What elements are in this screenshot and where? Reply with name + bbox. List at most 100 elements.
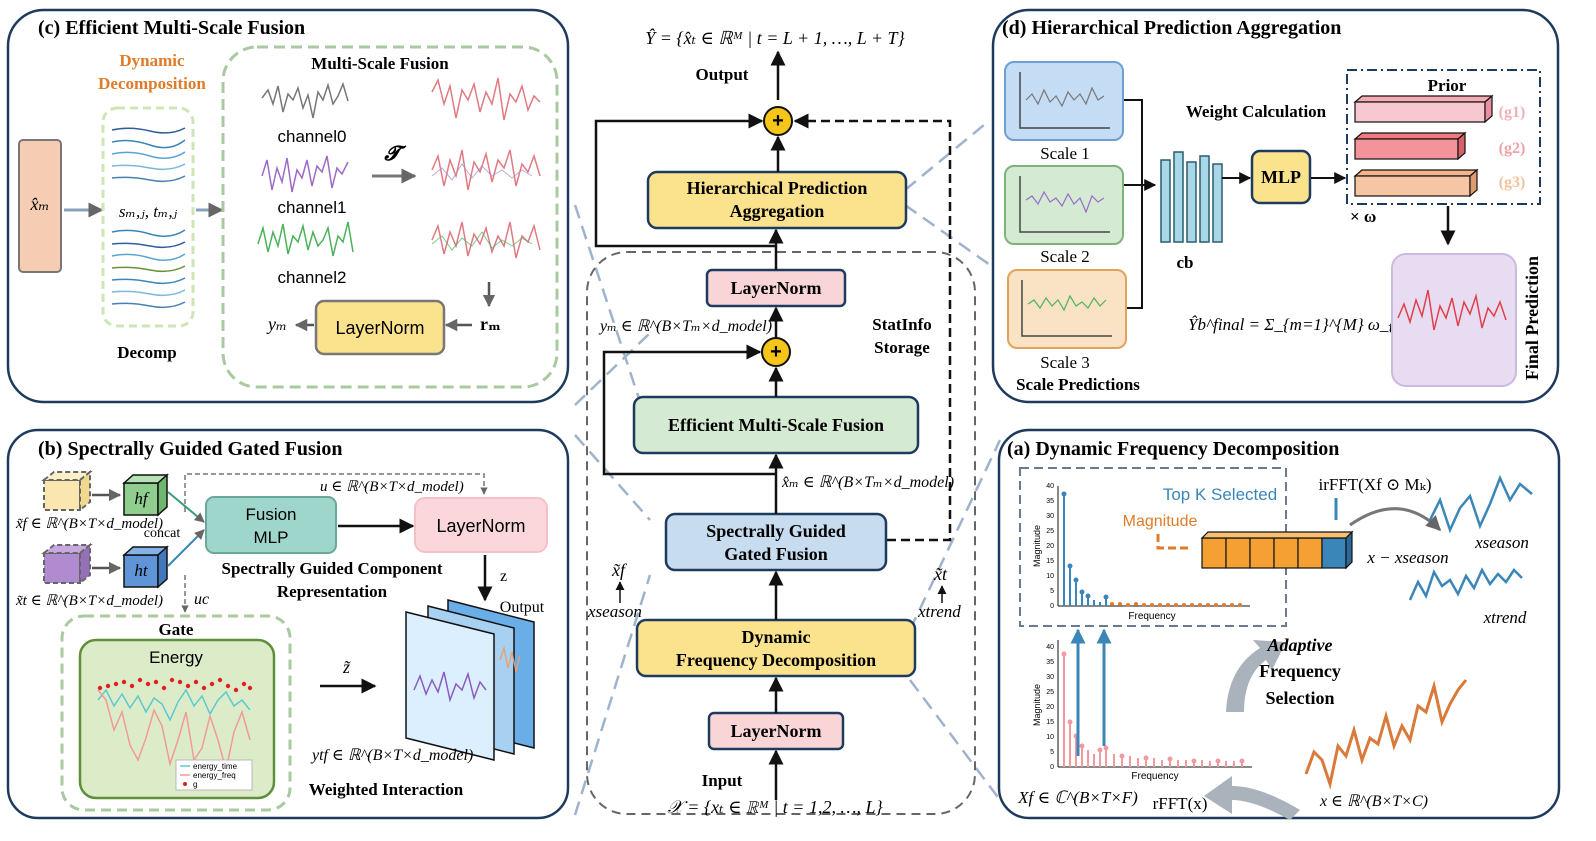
magnitude-label: Magnitude (1123, 513, 1198, 530)
dfd-line2: Frequency Decomposition (676, 650, 876, 670)
statinfo-line1: StatInfo (872, 315, 932, 334)
fusion-mlp (205, 496, 337, 554)
tau-label: 𝓣 (383, 143, 407, 165)
svg-text:5: 5 (1050, 588, 1054, 595)
sggf-layernorm (414, 497, 548, 553)
svg-text:20: 20 (1046, 543, 1054, 550)
svg-text:35: 35 (1046, 659, 1054, 666)
svg-text:20: 20 (1046, 704, 1054, 711)
z-label: z (500, 568, 507, 585)
svg-text:15: 15 (1046, 558, 1054, 565)
statinfo-region (586, 251, 976, 815)
channel0-signal (261, 81, 349, 119)
weight-calc-label: Weight Calculation (1186, 102, 1327, 121)
dfd-line1: Dynamic (742, 627, 811, 647)
svg-text:10: 10 (1046, 573, 1054, 580)
x-trend: xtrend (917, 602, 961, 621)
scale3-card (1007, 269, 1127, 349)
add-node-top (763, 106, 793, 136)
u-formula: u ∈ ℝ^(B×T×d_model) (320, 479, 464, 495)
adaptive-arrow (1226, 640, 1286, 712)
top-spectrum-xlabel: Frequency (1128, 611, 1175, 622)
gate-label: Gate (159, 620, 194, 639)
sgcr-line2: Representation (277, 582, 388, 601)
sgcr-line1: Spectrally Guided Component (221, 559, 442, 578)
cb-label: cb (1177, 253, 1194, 272)
msf-layernorm-label: LayerNorm (335, 318, 424, 338)
hpa-line1: Hierarchical Prediction (687, 178, 868, 198)
panel-b: (b) Spectrally Guided Gated Fusion hf x̃… (6, 428, 570, 820)
trend-curve (1408, 567, 1523, 601)
output-label: Output (696, 65, 749, 84)
svg-text:10: 10 (1046, 734, 1054, 741)
sggf-line2: Gated Fusion (724, 544, 828, 564)
decomp-label: Decomp (117, 343, 176, 362)
fused-signal-1b (431, 163, 533, 181)
scale1-label: Scale 1 (1040, 144, 1090, 163)
bottom-spectrum-y-ticks: 0 5 10 15 20 25 30 35 40 (1046, 644, 1054, 771)
bottom-spectrum-ylabel: Magnitude (1032, 684, 1042, 726)
g2-label: (g2) (1499, 140, 1526, 157)
scale2-label: Scale 2 (1040, 247, 1090, 266)
cb-bars (1160, 151, 1223, 243)
panel-a-title: (a) Dynamic Frequency Decomposition (1007, 438, 1339, 460)
energy-time-line (97, 688, 251, 722)
decomp-box (101, 106, 195, 328)
svg-text:15: 15 (1046, 719, 1054, 726)
xf-formula-a: Xf ∈ ℂ^(B×T×F) (1017, 788, 1138, 807)
x-trend-label: xtrend (1483, 608, 1527, 627)
ym-label: yₘ (266, 314, 287, 334)
center-flow: Ŷ = {x̂ₜ ∈ ℝᴹ | t = L + 1, …, L + T} Out… (586, 27, 976, 817)
final-prediction-label: Final Prediction (1522, 256, 1542, 380)
input-xm-label: x̂ₘ (29, 194, 49, 214)
irfft-label: irFFT(Xf ⊙ Mₖ) (1319, 475, 1432, 494)
layernorm-bottom-label: LayerNorm (731, 721, 822, 741)
xf-formula: x̃f ∈ ℝ^(B×T×d_model) (15, 516, 163, 532)
channel1-label: channel1 (277, 198, 346, 217)
input-label: Input (702, 771, 743, 790)
prior-label: Prior (1428, 76, 1467, 95)
svg-text:30: 30 (1046, 674, 1054, 681)
legend-energy-time: energy_time (193, 762, 238, 771)
svg-text:25: 25 (1046, 689, 1054, 696)
output-plane-1 (405, 611, 495, 761)
svg-text:40: 40 (1046, 483, 1054, 490)
connector-lines (573, 119, 1002, 816)
rfft-label: rFFT(x) (1153, 794, 1208, 813)
xt-tilde: x̃t (933, 564, 948, 584)
decomp-lines (111, 127, 186, 309)
x-minus-label: x − xseason (1366, 548, 1448, 567)
prior-box (1346, 69, 1541, 205)
legend-energy-freq: energy_freq (193, 771, 236, 780)
selection-label: Selection (1266, 688, 1335, 708)
layernorm-top-label: LayerNorm (731, 278, 822, 298)
top-spectrum-ylabel: Magnitude (1032, 525, 1042, 567)
xf-cube (43, 479, 81, 511)
svg-text:0: 0 (1050, 603, 1054, 610)
svg-text:25: 25 (1046, 528, 1054, 535)
concat-label: concat (144, 526, 181, 541)
mlp-block (1250, 149, 1312, 205)
panel-c-title: (c) Efficient Multi-Scale Fusion (38, 17, 305, 39)
svg-text:0: 0 (1050, 764, 1054, 771)
top-spectrum-y-ticks: 0 5 10 15 20 25 30 35 40 (1046, 483, 1054, 610)
emsf-label: Efficient Multi-Scale Fusion (668, 415, 884, 435)
channel1-signal (261, 155, 349, 193)
xf-tilde: x̃f (611, 560, 628, 580)
final-pred-card (1391, 253, 1517, 387)
bottom-spectrum-bars (1063, 654, 1243, 767)
panel-c: (c) Efficient Multi-Scale Fusion Dynamic… (6, 8, 570, 404)
svg-text:+: + (772, 110, 784, 132)
xm-formula: x̂ₘ ∈ ℝ^(B×Tₘ×d_model) (781, 474, 954, 491)
fusion-line2: MLP (254, 528, 289, 547)
gate-box (60, 614, 292, 812)
ytf-formula: ytf ∈ ℝ^(B×T×d_model) (310, 747, 473, 764)
energy-label: Energy (149, 648, 203, 667)
st-label: sₘ,ⱼ, tₘ,ⱼ (119, 202, 178, 221)
z-tilde-label: z̃ (342, 657, 352, 677)
x-season-label: xseason (1474, 533, 1529, 552)
msf-title: Multi-Scale Fusion (311, 54, 449, 73)
hf-label: hf (134, 489, 150, 508)
statinfo-line2: Storage (874, 338, 930, 357)
panel-a: (a) Dynamic Frequency Decomposition 0 5 … (997, 428, 1561, 820)
